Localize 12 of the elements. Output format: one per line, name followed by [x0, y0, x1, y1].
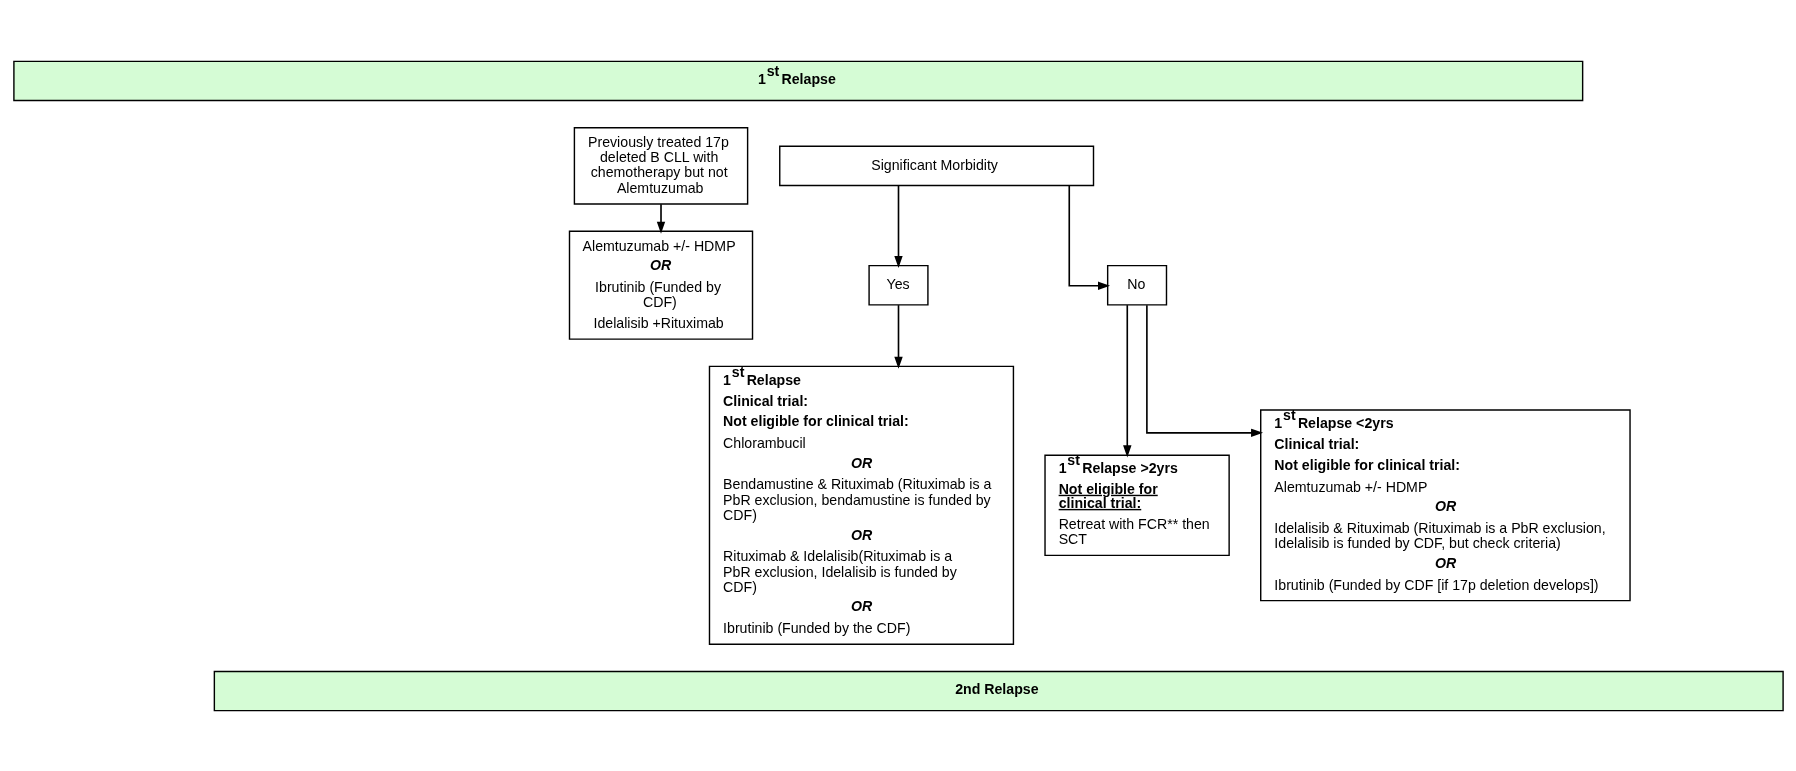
arrow [656, 203, 665, 234]
arrow [1145, 303, 1263, 437]
node-box: Significant Morbidity [778, 145, 1094, 186]
node-box: Yes [867, 264, 929, 306]
arrow [893, 184, 903, 268]
arrow [893, 303, 903, 369]
arrow [1067, 184, 1110, 290]
node-box: Alemtuzumab +/- HDMP OR Ibrutinib (Funded by CDF) Idelalisib +Rituximab [568, 230, 753, 340]
arrow [1122, 303, 1131, 457]
node-box: 2nd Relapse [213, 670, 1784, 711]
node-box: No [1106, 264, 1167, 306]
node-box: Previously treated 17p deleted B CLL with chemotherapy but not Alemtuzumab [573, 126, 748, 205]
